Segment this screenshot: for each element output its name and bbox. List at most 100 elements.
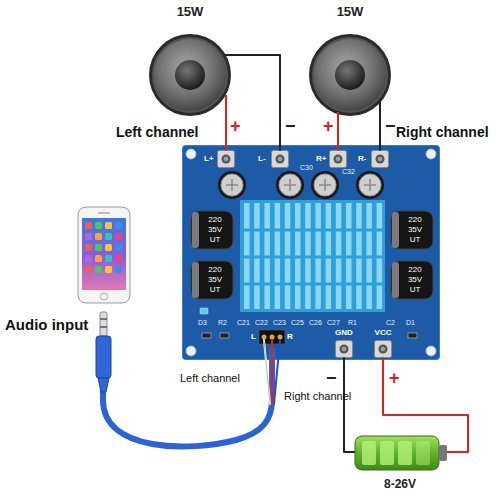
phone-outline-part	[85, 255, 92, 262]
silkscreen-label: D1	[406, 319, 415, 327]
speaker: 15W	[308, 5, 392, 117]
silkscreen-label: C21	[237, 319, 250, 327]
amplifier-board-outline-part	[314, 174, 336, 196]
amplifier-board-outline-part	[200, 308, 208, 314]
phone-outline-part	[105, 255, 112, 262]
phone-outline-part	[95, 233, 102, 240]
speaker-terminal-outline	[329, 150, 347, 168]
capacitor-rating: 220 35V UT	[403, 215, 427, 245]
silkscreen-label: C23	[273, 319, 286, 327]
amplifier-board-outline-part	[426, 149, 436, 159]
audio-plug-part	[100, 312, 107, 336]
amplifier-board-outline-part	[279, 174, 301, 196]
speaker-outline-part	[175, 60, 205, 90]
positive-wire	[383, 358, 468, 452]
amplifier-board: C30C32D3R2C21C22C23C25C26C27R1C2D1L+L-R+…	[182, 145, 440, 360]
input-header: LR	[250, 328, 294, 350]
speaker-outline-part	[313, 38, 387, 112]
phone-outline-part	[98, 212, 110, 214]
polarity-sign: +	[389, 368, 400, 389]
terminal-label: R-	[358, 154, 366, 163]
battery-outline-part	[439, 445, 447, 461]
amplifier-board-outline-part	[240, 229, 385, 232]
speaker-terminal-outline-part	[276, 155, 285, 164]
pin-label: GND	[328, 328, 360, 337]
silkscreen-label: C2	[386, 319, 395, 327]
channel-label: Left channel	[116, 124, 198, 140]
phone-outline-part	[95, 244, 102, 251]
power-terminal-outline-part	[336, 341, 353, 358]
power-rating: 15W	[308, 5, 392, 20]
amplifier-board-outline-part	[240, 200, 385, 312]
capacitor-outline-part	[391, 261, 433, 299]
amplifier-board-outline-part	[240, 256, 385, 259]
amplifier-board-outline-part	[218, 171, 246, 199]
speaker-terminal-outline-part	[334, 155, 343, 164]
terminal-label: L-	[258, 154, 266, 163]
capacitor-outline-part	[392, 212, 399, 248]
amplifier-board-outline-part	[186, 346, 196, 356]
amplifier-board-outline-part	[369, 179, 371, 191]
silkscreen-label: C25	[291, 319, 304, 327]
amplifier-board-outline-part	[186, 149, 196, 159]
phone-outline-part	[85, 222, 92, 229]
speaker-terminal-outline-part	[218, 151, 235, 168]
phone-outline-part	[85, 244, 92, 251]
power-terminal: GND	[328, 328, 360, 358]
amplifier-board-outline-part	[311, 171, 339, 199]
power-terminal-outline-part-part	[381, 347, 386, 352]
speaker-terminal: R+	[329, 150, 347, 168]
speaker-outline	[308, 5, 392, 117]
silkscreen-label: C26	[309, 319, 322, 327]
battery-outline-part	[447, 451, 460, 453]
power-terminal-outline-part	[375, 341, 392, 358]
amplifier-board-outline-part	[359, 174, 381, 196]
amplifier-board-outline	[182, 145, 440, 360]
power-terminal-outline-part-part	[336, 341, 353, 358]
battery-outline-part	[416, 441, 430, 465]
phone-outline-part	[115, 255, 122, 262]
power-terminal-outline-part-part	[375, 341, 392, 358]
polarity-sign: −	[326, 368, 337, 389]
phone-outline-part	[82, 218, 126, 290]
amplifier-board-outline-part	[276, 171, 304, 199]
speaker-terminal-outline-part	[224, 157, 229, 162]
capacitor-rating: 220 35V UT	[203, 215, 227, 245]
capacitor: 220 35V UT	[390, 258, 434, 302]
speaker-terminal-outline-part	[272, 151, 289, 168]
speaker-outline-part	[149, 34, 231, 116]
speaker: 15W	[148, 5, 232, 117]
phone-outline-part	[115, 244, 122, 251]
amplifier-board-outline-part	[240, 283, 385, 286]
terminal-label: R+	[316, 154, 326, 163]
polarity-sign: +	[323, 116, 334, 137]
channel-label: Right channel	[396, 124, 489, 140]
battery-outline-part	[398, 441, 412, 465]
silkscreen-label: C22	[255, 319, 268, 327]
amplifier-board-outline-part	[221, 174, 243, 196]
phone-outline-part	[95, 222, 102, 229]
negative-wire	[379, 117, 381, 150]
silkscreen-label: C30	[300, 164, 313, 172]
power-terminal-outline-part-part	[342, 347, 347, 352]
speaker-terminal-outline-part	[336, 157, 341, 162]
voltage-range: 8-26V	[350, 478, 450, 492]
speaker-outline-part	[153, 38, 227, 112]
speaker-terminal-outline	[217, 150, 235, 168]
phone-outline-part	[85, 266, 92, 273]
audio-plug-part	[100, 326, 107, 328]
battery-outline-part	[355, 436, 439, 470]
power-rating: 15W	[148, 5, 232, 20]
speaker-outline	[148, 5, 232, 117]
power-terminal-outline-part-part	[379, 345, 388, 354]
capacitor-outline-part	[191, 261, 233, 299]
amplifier-board-outline-part	[324, 179, 326, 191]
speaker-outline-part	[153, 38, 227, 112]
polarity-sign: −	[385, 116, 396, 137]
capacitor-outline-part	[391, 211, 433, 249]
silkscreen-label: R1	[348, 319, 357, 327]
audio-cable	[103, 340, 272, 447]
input-header-outline-part	[262, 335, 267, 340]
silkscreen-label: C27	[327, 319, 340, 327]
